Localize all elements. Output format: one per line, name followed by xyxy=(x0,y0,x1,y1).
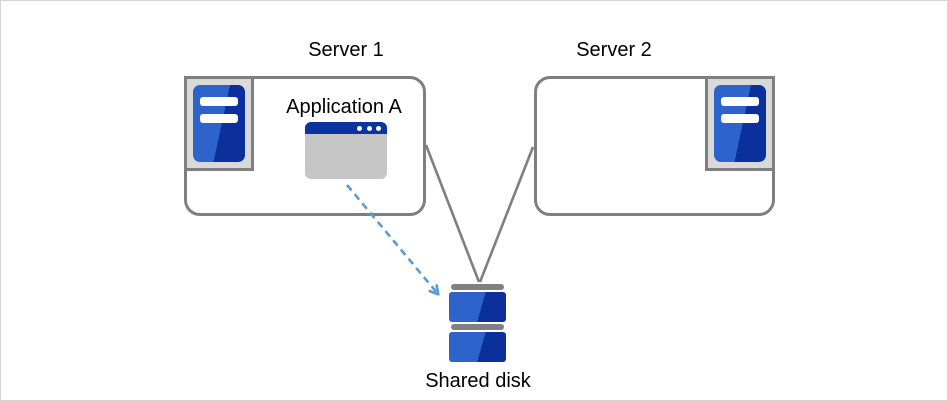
server-tower-icon xyxy=(714,85,766,162)
server2-icon-panel xyxy=(705,76,775,171)
server2-label: Server 2 xyxy=(576,39,652,61)
window-dot-icon xyxy=(376,125,381,131)
server-slot xyxy=(721,114,759,123)
shared-disk-icon xyxy=(449,284,506,364)
app-window-icon xyxy=(305,122,387,179)
shared-disk-label: Shared disk xyxy=(425,370,531,392)
server1-icon-panel xyxy=(184,76,254,171)
disk-cap xyxy=(451,284,504,290)
disk-cap xyxy=(451,324,504,330)
server-slot xyxy=(200,114,238,123)
disk-platter xyxy=(449,292,506,322)
server-slot xyxy=(200,97,238,106)
disk-platter xyxy=(449,332,506,362)
window-dot-icon xyxy=(357,125,362,131)
server1-label: Server 1 xyxy=(308,39,384,61)
server-tower-icon xyxy=(193,85,245,162)
app-window-titlebar xyxy=(305,122,387,134)
server-slot xyxy=(721,97,759,106)
connector-server2-disk xyxy=(478,146,535,283)
application-label: Application A xyxy=(286,96,402,118)
window-dot-icon xyxy=(367,125,372,131)
connector-server1-disk xyxy=(424,144,481,283)
